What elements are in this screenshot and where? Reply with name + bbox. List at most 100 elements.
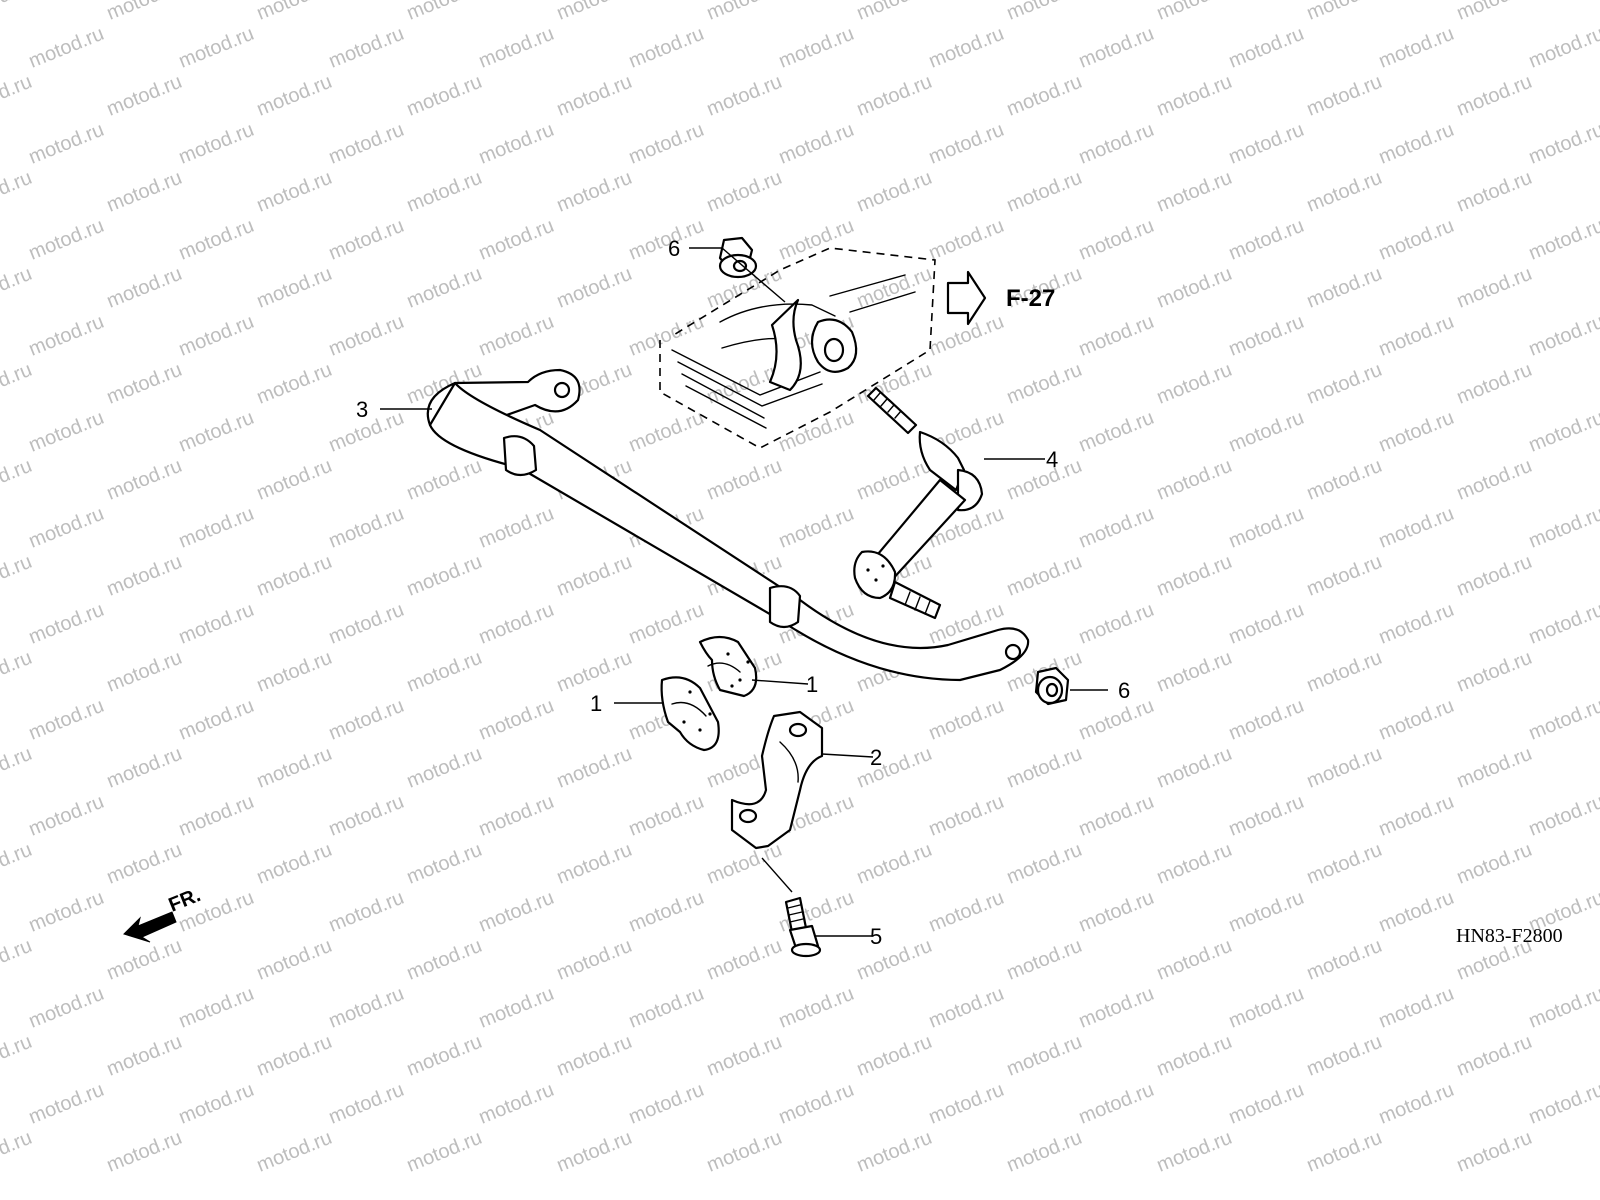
watermark-text: motod.ru [1304,551,1385,601]
watermark-text: motod.ru [254,1127,335,1177]
frame-dashed-outline [659,247,936,449]
callout-6-top[interactable]: 6 [668,236,680,261]
watermark-text: motod.ru [104,71,185,121]
callout-2[interactable]: 2 [870,745,882,770]
watermark-text: motod.ru [1226,119,1307,169]
watermark-text: motod.ru [0,1127,35,1177]
watermark-text: motod.ru [404,743,485,793]
reference-link[interactable]: F-27 [946,270,1055,326]
frame-rail-line [849,291,916,313]
watermark-text: motod.ru [554,743,635,793]
frame-rail-line [829,274,906,297]
frame-line [671,349,821,396]
watermark-text: motod.ru [326,887,407,937]
watermark-text: motod.ru [0,455,35,505]
callout-3[interactable]: 3 [356,397,368,422]
watermark-text: motod.ru [1376,311,1457,361]
watermark-text: motod.ru [554,1127,635,1177]
watermark-text: motod.ru [554,551,635,601]
watermark-text: motod.ru [854,0,935,25]
watermark-text: motod.ru [476,695,557,745]
watermark-text: motod.ru [1376,791,1457,841]
holder-hole-top [788,722,808,738]
watermark-text: motod.ru [176,791,257,841]
watermark-text: motod.ru [1154,743,1235,793]
watermark-text: motod.ru [254,455,335,505]
watermark-text: motod.ru [254,1031,335,1081]
watermark-text: motod.ru [1154,0,1235,25]
watermark-text: motod.ru [26,407,107,457]
callout-6-right[interactable]: 6 [1118,678,1130,703]
callout-1-upper[interactable]: 1 [806,672,818,697]
watermark-text: motod.ru [1226,695,1307,745]
watermark-text: motod.ru [176,1079,257,1129]
watermark-text: motod.ru [1526,1079,1600,1129]
texture-dot [682,720,686,724]
watermark-text: motod.ru [1304,71,1385,121]
watermark-text: motod.ru [1526,215,1600,265]
watermark-text: motod.ru [476,311,557,361]
bushing-holder [730,710,824,850]
watermark-text: motod.ru [0,0,35,25]
bolt-thread [787,904,804,923]
watermark-text: motod.ru [926,119,1007,169]
watermark-text: motod.ru [1454,1031,1535,1081]
watermark-text: motod.ru [776,215,857,265]
watermark-text: motod.ru [854,1127,935,1177]
watermark-text: motod.ru [1004,743,1085,793]
watermark-text: motod.ru [26,1079,107,1129]
watermark-text: motod.ru [1004,1031,1085,1081]
watermark-text: motod.ru [1154,1031,1235,1081]
watermark-text: motod.ru [1376,599,1457,649]
bushing-groove [707,662,741,673]
watermark-text: motod.ru [476,23,557,73]
texture-dot [730,684,734,688]
watermark-text: motod.ru [554,167,635,217]
bar-collar-left [502,435,538,477]
callout-4[interactable]: 4 [1046,447,1058,472]
frame-line [677,361,823,407]
callout-1-lower[interactable]: 1 [590,691,602,716]
watermark-text: motod.ru [1154,1127,1235,1177]
watermark-text: motod.ru [176,599,257,649]
watermark-text: motod.ru [1376,983,1457,1033]
watermark-text: motod.ru [1526,503,1600,553]
watermark-text: motod.ru [1454,71,1535,121]
watermark-text: motod.ru [626,23,707,73]
link-lower-stud [888,580,942,620]
watermark-text: motod.ru [926,695,1007,745]
watermark-text: motod.ru [326,215,407,265]
watermark-text: motod.ru [1526,23,1600,73]
watermark-text: motod.ru [476,119,557,169]
watermark-text: motod.ru [926,887,1007,937]
watermark-text: motod.ru [1004,359,1085,409]
watermark-text: motod.ru [176,119,257,169]
watermark-text: motod.ru [1076,503,1157,553]
watermark-text: motod.ru [1526,695,1600,745]
watermark-text: motod.ru [104,263,185,313]
nut-hole [1045,682,1059,698]
bushing-body [698,635,758,698]
watermark-text: motod.ru [104,551,185,601]
watermark-text: motod.ru [1226,503,1307,553]
flange-nut-top [718,236,758,279]
watermark-text: motod.ru [1076,311,1157,361]
watermark-text: motod.ru [326,599,407,649]
watermark-text: motod.ru [0,167,35,217]
watermark-text: motod.ru [776,1079,857,1129]
watermark-text: motod.ru [404,839,485,889]
watermark-text: motod.ru [0,263,35,313]
bar-collar-right [768,585,802,629]
stabilizer-bushing-upper [698,635,758,698]
watermark-text: motod.ru [476,215,557,265]
watermark-text: motod.ru [1304,0,1385,25]
watermark-text: motod.ru [1454,839,1535,889]
watermark-text: motod.ru [104,839,185,889]
callout-5[interactable]: 5 [870,924,882,949]
watermark-text: motod.ru [1376,215,1457,265]
watermark-text: motod.ru [704,1127,785,1177]
watermark-text: motod.ru [704,71,785,121]
watermark-text: motod.ru [1526,407,1600,457]
watermark-text: motod.ru [926,215,1007,265]
